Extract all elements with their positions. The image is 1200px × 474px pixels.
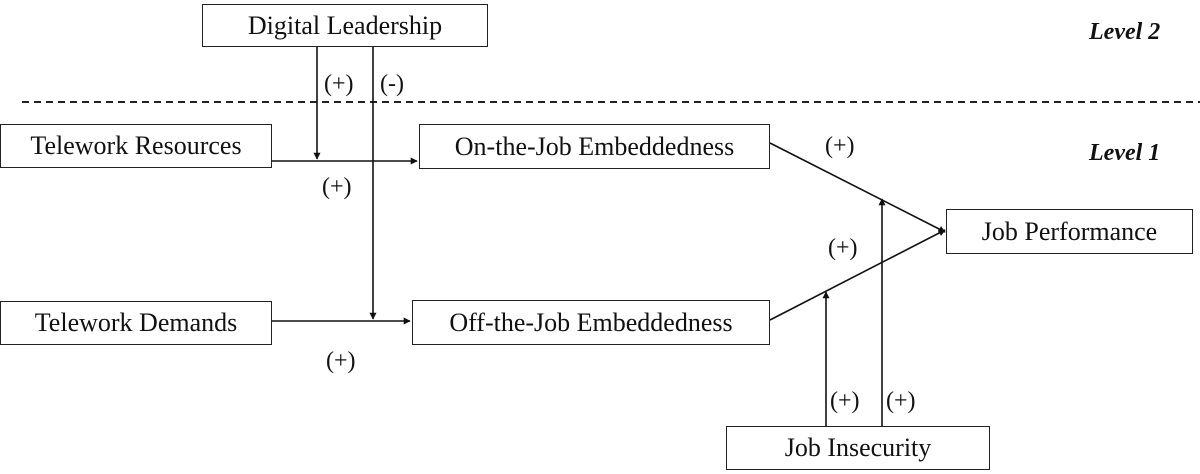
arrow-on-the-job-to-job-performance (769, 142, 946, 233)
sign-dl-to-resources-path: (+) (324, 71, 354, 97)
job-performance-box: Job Performance (946, 209, 1193, 254)
telework-demands-label: Telework Demands (34, 308, 238, 337)
level-2-label: Level 2 (1089, 19, 1161, 45)
sign-demands-to-off-job: (+) (326, 348, 356, 374)
job-insecurity-box: Job Insecurity (726, 426, 990, 470)
job-performance-label: Job Performance (981, 216, 1158, 246)
telework-resources-box: Telework Resources (0, 124, 272, 168)
arrow-off-the-job-to-job-performance (769, 229, 946, 321)
level-1-label: Level 1 (1089, 140, 1161, 166)
sign-dl-to-demands-path: (-) (380, 71, 404, 97)
off-the-job-embeddedness-box: Off-the-Job Embeddedness (412, 300, 770, 345)
job-insecurity-label: Job Insecurity (784, 433, 932, 462)
telework-resources-label: Telework Resources (30, 131, 242, 160)
sign-insecurity-on-on-job-path: (+) (886, 388, 916, 414)
digital-leadership-label: Digital Leadership (247, 10, 443, 40)
sign-on-job-to-performance: (+) (825, 133, 855, 159)
telework-demands-box: Telework Demands (0, 301, 272, 345)
on-the-job-embeddedness-label: On-the-Job Embeddedness (454, 131, 735, 161)
sign-insecurity-on-off-job-path: (+) (830, 388, 860, 414)
off-the-job-embeddedness-label: Off-the-Job Embeddedness (449, 307, 733, 337)
sign-resources-to-on-job: (+) (322, 174, 352, 200)
on-the-job-embeddedness-box: On-the-Job Embeddedness (419, 124, 770, 169)
sign-off-job-to-performance: (+) (828, 235, 858, 261)
digital-leadership-box: Digital Leadership (202, 4, 488, 47)
